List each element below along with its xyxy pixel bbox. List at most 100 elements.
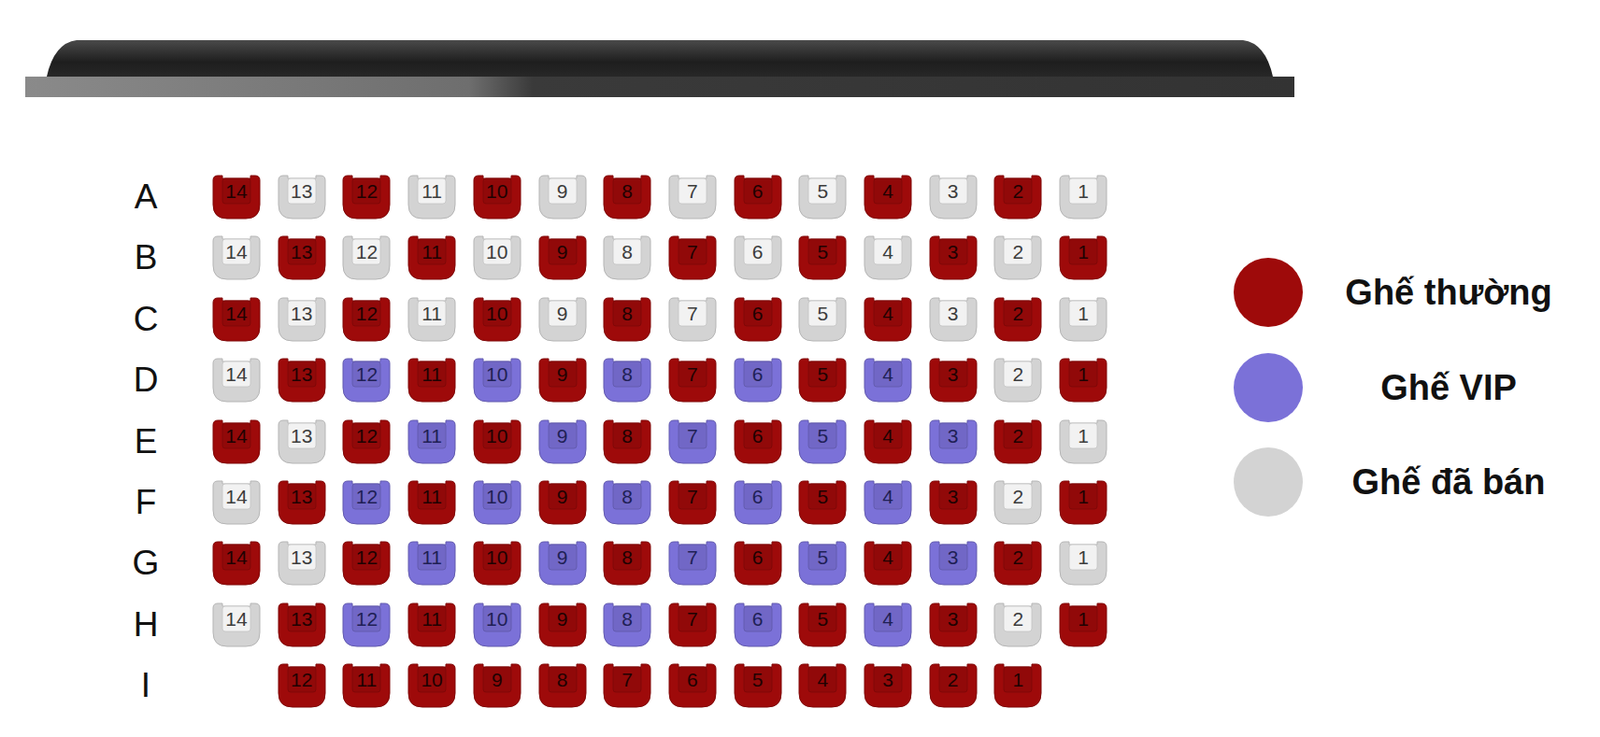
seat-number: 10 [472, 484, 522, 510]
seat-number: 4 [863, 178, 913, 204]
seat-body [929, 664, 977, 708]
seat-number: 10 [472, 239, 522, 265]
seat-body [864, 298, 912, 342]
seat: 5 [798, 174, 847, 220]
seat-number: 2 [993, 239, 1043, 265]
seat: 9 [538, 357, 587, 403]
seat: 4 [863, 480, 913, 526]
seat-number: 10 [472, 178, 522, 204]
seat-number: 7 [668, 361, 717, 387]
seat: 4 [863, 541, 913, 586]
seat-number: 2 [928, 667, 978, 693]
seat-body [994, 236, 1042, 280]
row-letter: D [122, 359, 170, 401]
seat-body [994, 420, 1042, 464]
seat-number: 5 [798, 606, 847, 632]
seat: 1 [1058, 174, 1108, 220]
seat: 5 [798, 541, 847, 586]
seat: 14 [212, 174, 261, 220]
seat-body [408, 175, 456, 219]
seat-body [1059, 358, 1107, 402]
seat: 1 [993, 663, 1043, 709]
seat-body [929, 420, 977, 464]
seat-body [799, 481, 846, 525]
seat-body [473, 542, 521, 586]
seat: 7 [668, 235, 717, 281]
seat-number: 3 [928, 606, 978, 632]
seat-number: 7 [668, 544, 717, 571]
seat: 6 [733, 297, 783, 343]
seat-number: 12 [342, 239, 391, 265]
seat-number: 3 [928, 423, 978, 449]
seat-body [669, 358, 716, 402]
seat-number: 3 [928, 544, 978, 571]
seat: 10 [407, 663, 457, 709]
seat: 10 [472, 541, 522, 586]
seat-number: 13 [277, 300, 327, 327]
seat-body [994, 542, 1042, 586]
seat-number: 8 [602, 484, 652, 510]
seat-number: 2 [993, 484, 1043, 510]
legend-swatch [1233, 353, 1303, 423]
seat-body [864, 603, 912, 647]
seat-body [929, 542, 977, 586]
seat-number: 7 [668, 178, 717, 204]
seat: 7 [602, 663, 652, 709]
seat: 11 [407, 419, 457, 465]
seat: 8 [602, 602, 652, 648]
seat-body [1059, 175, 1107, 219]
seat: 12 [342, 174, 391, 220]
seat: 9 [538, 602, 587, 648]
seat-body [213, 481, 260, 525]
seat-body [929, 298, 977, 342]
seat-body [278, 481, 326, 525]
seat: 8 [602, 480, 652, 526]
seat-number: 3 [928, 361, 978, 387]
seat-number: 4 [863, 423, 913, 449]
seat: 7 [668, 357, 717, 403]
seat-number: 1 [1058, 484, 1108, 510]
seat-body [929, 481, 977, 525]
seat: 12 [342, 357, 391, 403]
seat-number: 11 [342, 667, 391, 693]
seat-body [1059, 481, 1107, 525]
seat-body [799, 542, 846, 586]
seat-number: 3 [863, 667, 913, 693]
seat: 1 [1058, 602, 1108, 648]
seat: 7 [668, 541, 717, 586]
seat: 5 [798, 235, 847, 281]
seat-number: 12 [342, 300, 391, 327]
seat-body [734, 603, 782, 647]
seat: 3 [928, 480, 978, 526]
seat: 2 [993, 602, 1043, 648]
seat-number: 9 [538, 300, 587, 327]
seat: 7 [668, 174, 717, 220]
seat-body [213, 358, 260, 402]
row-letter: B [122, 237, 170, 279]
seat-body [929, 175, 977, 219]
seat: 4 [863, 357, 913, 403]
seat-body [669, 664, 716, 708]
seat: 7 [668, 602, 717, 648]
row-letter: I [122, 665, 170, 707]
seat-body [1059, 603, 1107, 647]
seat-number: 1 [1058, 300, 1108, 327]
seat-body [799, 236, 846, 280]
seat: 4 [798, 663, 847, 709]
seat-number: 6 [668, 667, 717, 693]
seat-number: 12 [342, 178, 391, 204]
row-letter: H [122, 604, 170, 646]
seat-body [539, 236, 586, 280]
seat-number: 1 [1058, 178, 1108, 204]
seat: 12 [342, 541, 391, 586]
seat-number: 12 [342, 423, 391, 449]
seat: 7 [668, 480, 717, 526]
legend-label: Ghế thường [1310, 271, 1587, 315]
seat-number: 3 [928, 300, 978, 327]
seat: 8 [602, 419, 652, 465]
seat-body [213, 236, 260, 280]
row-letter: E [122, 421, 170, 463]
seat: 13 [277, 602, 327, 648]
seat-number: 7 [668, 239, 717, 265]
seat: 14 [212, 419, 261, 465]
